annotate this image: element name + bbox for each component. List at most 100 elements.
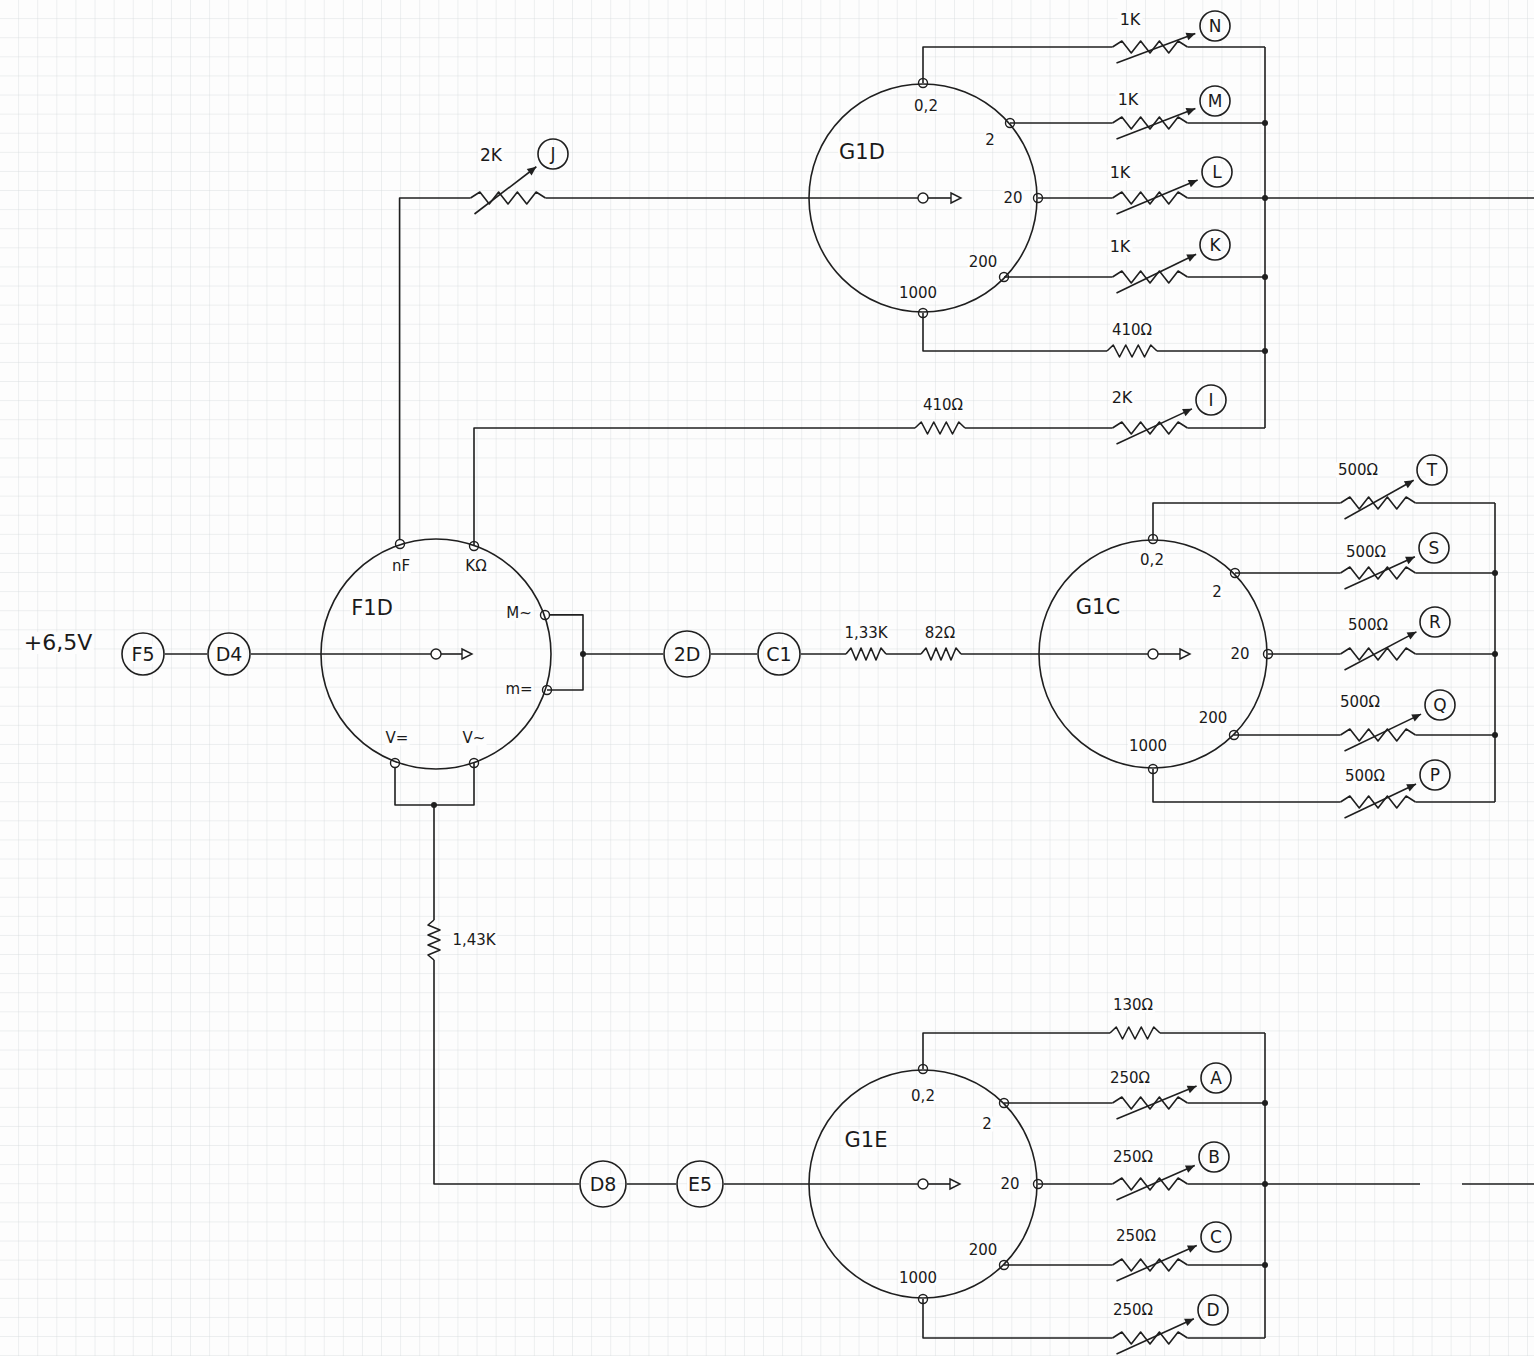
- position-label: M~: [505, 606, 533, 621]
- resistor-symbol: [1341, 648, 1416, 660]
- arrow-head: [1188, 180, 1198, 187]
- position-label: 1000: [898, 286, 938, 301]
- trimmer-arrow: [1345, 632, 1417, 670]
- outline-circle: [321, 539, 551, 769]
- trimmer-arrow: [1117, 1245, 1197, 1281]
- switch-pivot: [918, 1179, 928, 1189]
- trimmer-arrow: [1117, 1165, 1195, 1200]
- component-value: 250Ω: [1111, 1303, 1155, 1318]
- wire-connector: [165, 653, 207, 655]
- resistor-symbol: [915, 422, 965, 434]
- trim-pot-tag: I: [1195, 384, 1227, 416]
- outline-circle: [1420, 607, 1450, 637]
- arrow-head: [1182, 409, 1192, 416]
- callout-label: M: [1207, 93, 1224, 110]
- trim-pot-tag: S: [1418, 532, 1450, 564]
- arrow-head: [1185, 1165, 1195, 1172]
- junction-dot: [1492, 732, 1498, 738]
- trimmer-arrow: [1117, 180, 1198, 214]
- outline-circle: [1039, 540, 1267, 768]
- outline-circle: [1417, 455, 1447, 485]
- arrow-head: [1186, 254, 1196, 262]
- component-value: 500Ω: [1346, 618, 1390, 633]
- junction-dot: [1262, 1181, 1268, 1187]
- wire-tag: E5: [676, 1160, 724, 1208]
- callout-label: P: [1429, 767, 1441, 784]
- trim-pot-tag: Q: [1424, 689, 1456, 721]
- component-value: 2K: [478, 147, 504, 164]
- trimmer-arrow: [1345, 714, 1422, 751]
- arrow-head: [1186, 108, 1196, 115]
- outline-circle: [122, 633, 164, 675]
- position-label: 0,2: [910, 1089, 936, 1104]
- junction-dot: [1262, 120, 1268, 126]
- wire-connector: [395, 763, 579, 1184]
- wire: [923, 1299, 1265, 1338]
- trimmer-arrow: [1345, 557, 1415, 589]
- wire: [923, 47, 1265, 83]
- junction-dot: [1492, 651, 1498, 657]
- position-label: 20: [1229, 647, 1250, 662]
- resistor-symbol: [428, 920, 440, 960]
- component-value: 250Ω: [1111, 1150, 1155, 1165]
- arrow-head: [527, 167, 537, 176]
- outline-circle: [1419, 533, 1449, 563]
- wire-gap: [1113, 121, 1188, 126]
- trim-pot-tag: K: [1199, 229, 1231, 261]
- resistor-symbol: [1113, 1097, 1188, 1109]
- junction-dot: [1492, 570, 1498, 576]
- outline-circle: [1199, 1142, 1229, 1172]
- callout-label: B: [1207, 1149, 1221, 1166]
- trimmer-arrow: [1345, 480, 1414, 519]
- resistor-symbol: [1113, 1259, 1188, 1271]
- outline-circle: [1200, 86, 1230, 116]
- callout-label: A: [1209, 1070, 1223, 1087]
- position-label: V~: [462, 731, 487, 746]
- trimmer-arrow: [475, 167, 537, 214]
- trimmer-arrow: [1117, 33, 1196, 63]
- trim-pot-tag: C: [1200, 1221, 1232, 1253]
- trim-pot-tag: J: [537, 138, 569, 170]
- wire: [1038, 1183, 1420, 1185]
- trim-pot-tag: R: [1419, 606, 1451, 638]
- wire: [474, 428, 1265, 546]
- outline-circle: [1202, 157, 1232, 187]
- outline-circle: [1201, 1222, 1231, 1252]
- position-label: 200: [968, 255, 999, 270]
- resistor-symbol: [1110, 1027, 1160, 1039]
- wire-connector: [801, 653, 1038, 655]
- wire-gap: [1110, 1031, 1160, 1036]
- component-value: 250Ω: [1108, 1071, 1152, 1086]
- callout-label: D4: [215, 645, 244, 664]
- wire-connector: [545, 615, 663, 654]
- component-value: 1,33K: [842, 626, 889, 641]
- outline-circle: [1196, 385, 1226, 415]
- arrow-head: [1186, 33, 1196, 40]
- arrow-head: [1406, 784, 1416, 791]
- node-outline: [320, 538, 552, 770]
- position-label: nF: [391, 559, 411, 574]
- component-value: 2K: [1110, 390, 1135, 406]
- wire-tag: 2D: [663, 630, 711, 678]
- outline-circle: [1198, 1295, 1228, 1325]
- arrow-head: [1411, 714, 1421, 722]
- component-value: 500Ω: [1344, 545, 1388, 560]
- wiper-head: [1180, 649, 1190, 659]
- outline-circle: [208, 633, 250, 675]
- wire-tag: C1: [757, 632, 801, 676]
- arrow-head: [1405, 557, 1415, 564]
- component-value: 500Ω: [1343, 769, 1387, 784]
- switch-name: G1D: [838, 142, 886, 163]
- component-value: 1K: [1108, 239, 1133, 255]
- arrow-head: [1187, 1245, 1197, 1252]
- resistor-symbol: [1113, 192, 1188, 204]
- resistor-symbol: [1113, 1178, 1188, 1190]
- trimmer-arrow: [1117, 254, 1197, 293]
- arrow-head: [1407, 632, 1417, 640]
- junction-dot: [1262, 348, 1268, 354]
- position-label: 2: [1211, 585, 1223, 600]
- position-label: 20: [1002, 191, 1023, 206]
- outline-circle: [809, 84, 1037, 312]
